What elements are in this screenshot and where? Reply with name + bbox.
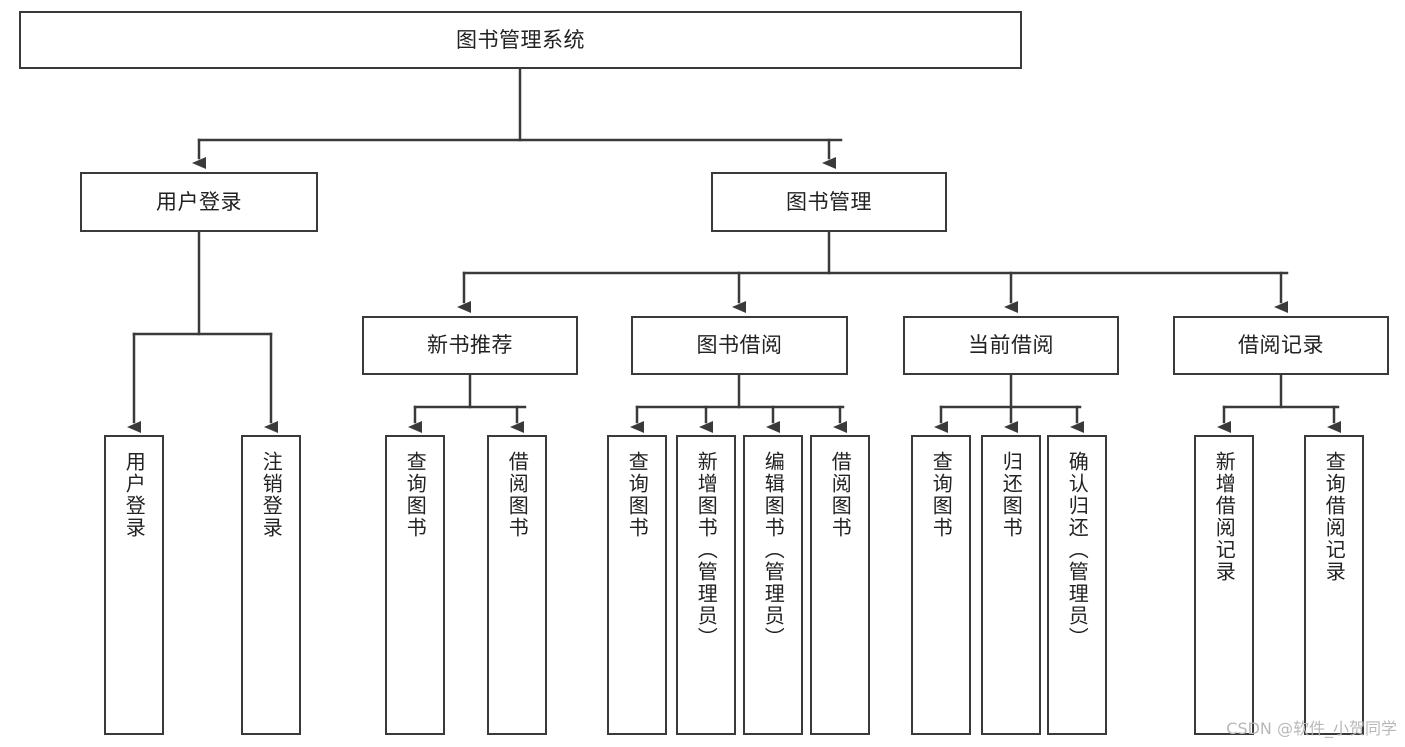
node-leaf-edit-book-admin[interactable]: 编辑图书（管理员） xyxy=(743,435,803,735)
node-borrow-record-label: 借阅记录 xyxy=(1238,333,1324,358)
node-leaf-add-book-admin-label: 新增图书（管理员） xyxy=(694,451,719,649)
node-user-login[interactable]: 用户登录 xyxy=(80,172,318,232)
node-leaf-borrow-book-label: 借阅图书 xyxy=(828,451,853,539)
node-new-book-recommendation-label: 新书推荐 xyxy=(427,333,513,358)
node-leaf-edit-book-admin-label: 编辑图书（管理员） xyxy=(761,451,786,649)
node-leaf-borrow-query-book-label: 查询图书 xyxy=(625,451,650,539)
node-current-borrow[interactable]: 当前借阅 xyxy=(903,316,1119,375)
node-leaf-new-book-borrow-label: 借阅图书 xyxy=(505,451,530,539)
node-book-management[interactable]: 图书管理 xyxy=(711,172,947,232)
node-leaf-add-borrow-record-label: 新增借阅记录 xyxy=(1212,451,1237,583)
node-leaf-add-book-admin[interactable]: 新增图书（管理员） xyxy=(676,435,736,735)
node-leaf-add-borrow-record[interactable]: 新增借阅记录 xyxy=(1194,435,1254,735)
node-new-book-recommendation[interactable]: 新书推荐 xyxy=(362,316,578,375)
node-leaf-logout[interactable]: 注销登录 xyxy=(241,435,301,735)
node-borrow-record[interactable]: 借阅记录 xyxy=(1173,316,1389,375)
node-leaf-return-book-label: 归还图书 xyxy=(999,451,1024,539)
node-leaf-current-query-book-label: 查询图书 xyxy=(929,451,954,539)
node-leaf-query-borrow-record-label: 查询借阅记录 xyxy=(1322,451,1347,583)
node-leaf-logout-label: 注销登录 xyxy=(259,451,284,539)
node-root-book-management-system[interactable]: 图书管理系统 xyxy=(19,11,1022,69)
node-leaf-new-book-borrow[interactable]: 借阅图书 xyxy=(487,435,547,735)
node-current-borrow-label: 当前借阅 xyxy=(968,333,1054,358)
node-leaf-confirm-return-admin[interactable]: 确认归还（管理员） xyxy=(1047,435,1107,735)
node-book-borrow[interactable]: 图书借阅 xyxy=(631,316,848,375)
node-leaf-query-borrow-record[interactable]: 查询借阅记录 xyxy=(1304,435,1364,735)
node-root-label: 图书管理系统 xyxy=(456,27,585,52)
node-leaf-borrow-query-book[interactable]: 查询图书 xyxy=(607,435,667,735)
node-leaf-user-login-label: 用户登录 xyxy=(122,451,147,539)
node-leaf-new-book-query[interactable]: 查询图书 xyxy=(385,435,445,735)
node-user-login-label: 用户登录 xyxy=(156,189,242,214)
node-leaf-new-book-query-label: 查询图书 xyxy=(403,451,428,539)
node-leaf-borrow-book[interactable]: 借阅图书 xyxy=(810,435,870,735)
node-book-management-label: 图书管理 xyxy=(786,189,872,214)
node-leaf-user-login[interactable]: 用户登录 xyxy=(104,435,164,735)
node-leaf-current-query-book[interactable]: 查询图书 xyxy=(911,435,971,735)
node-leaf-confirm-return-admin-label: 确认归还（管理员） xyxy=(1065,451,1090,649)
node-book-borrow-label: 图书借阅 xyxy=(696,333,783,358)
node-leaf-return-book[interactable]: 归还图书 xyxy=(981,435,1041,735)
